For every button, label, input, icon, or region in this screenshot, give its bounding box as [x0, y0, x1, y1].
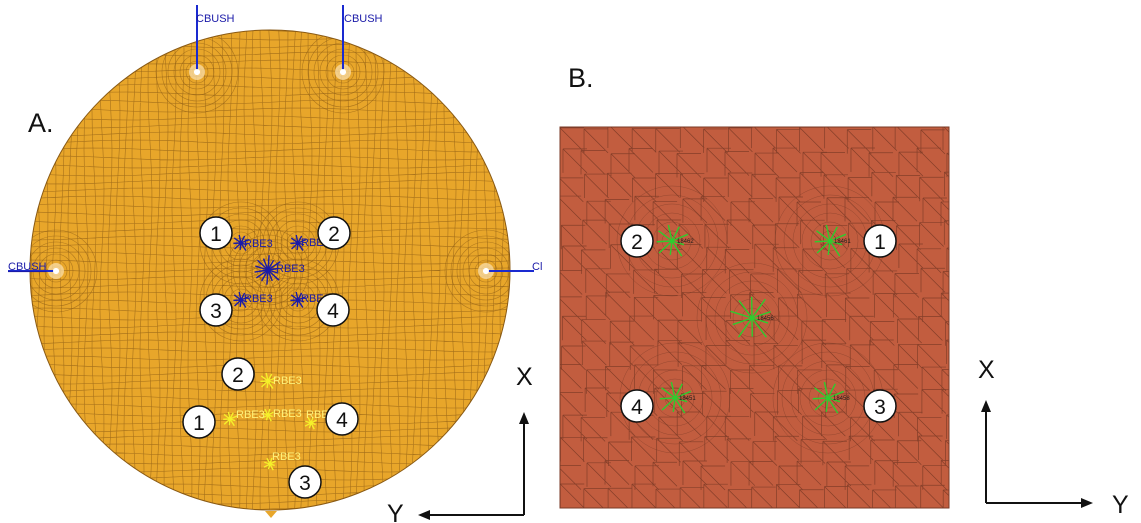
- marker-a-yellow-4: 4: [325, 402, 359, 436]
- rbe-green-spider-4: [659, 381, 692, 414]
- marker-a-blue-2: 2: [317, 216, 351, 250]
- node-label-2: 18462: [677, 239, 694, 245]
- svg-text:3: 3: [299, 472, 311, 495]
- marker-a-yellow-1: 1: [182, 405, 216, 439]
- svg-text:2: 2: [631, 231, 643, 254]
- marker-a-blue-1: 1: [199, 216, 233, 250]
- cbush-right: Cl: [483, 261, 542, 274]
- marker-b-2: 2: [620, 224, 654, 258]
- node-label-4: 18451: [679, 396, 696, 402]
- rbe3-blue-spider-1: [233, 234, 250, 251]
- rbe3-yellow-spider-4: [304, 416, 317, 430]
- rbe-green-spider-2: [656, 224, 689, 257]
- rbe3-blue-label-1: RBE3: [244, 238, 273, 250]
- cbush-top-left: CBUSH: [194, 5, 235, 75]
- cbush-left-label: CBUSH: [8, 261, 47, 273]
- cbush-left: CBUSH: [8, 261, 59, 274]
- svg-text:1: 1: [193, 412, 205, 435]
- rbe3-yellow-label-3: RBE3: [272, 451, 301, 463]
- marker-a-yellow-2: 2: [221, 357, 255, 391]
- axis-a-x-label: X: [516, 363, 533, 391]
- node-label-3: 18458: [833, 396, 850, 402]
- axes-a: X Y: [387, 363, 533, 523]
- rbe3-blue-spider-4: [290, 291, 307, 308]
- rbe3-yellow-spider-1: [223, 411, 238, 427]
- svg-text:3: 3: [874, 396, 886, 419]
- marker-b-4: 4: [620, 389, 654, 423]
- axes-b: X Y: [978, 356, 1129, 519]
- disk-bottom-tip: [265, 511, 277, 518]
- svg-text:1: 1: [874, 231, 886, 254]
- panel-b: B. 18462 18461 18456 18451 18458 2 1 4: [559, 63, 1129, 519]
- cbush-top-left-label: CBUSH: [196, 13, 235, 25]
- svg-text:4: 4: [336, 409, 348, 432]
- svg-text:2: 2: [232, 364, 244, 387]
- marker-a-blue-3: 3: [199, 293, 233, 327]
- svg-text:4: 4: [631, 396, 643, 419]
- marker-b-3: 3: [863, 389, 897, 423]
- rbe3-yellow-spider-2: [260, 372, 277, 389]
- marker-b-1: 1: [863, 224, 897, 258]
- svg-text:2: 2: [328, 223, 340, 246]
- node-label-1: 18461: [834, 239, 851, 245]
- rbe3-yellow-spider-center: [261, 408, 274, 422]
- cbush-top-right-label: CBUSH: [344, 13, 383, 25]
- axis-b-x-label: X: [978, 356, 995, 384]
- axis-a-y-label: Y: [387, 500, 404, 523]
- svg-text:4: 4: [327, 300, 339, 323]
- node-label-center: 18456: [757, 316, 774, 322]
- rbe3-yellow-label-center: RBE3: [273, 408, 302, 420]
- rbe3-blue-spider-2: [290, 234, 307, 251]
- rbe-green-spider-3: [812, 381, 845, 414]
- panel-a-label: A.: [28, 108, 54, 138]
- svg-text:3: 3: [210, 300, 222, 323]
- marker-a-yellow-3: 3: [288, 465, 322, 499]
- svg-text:1: 1: [210, 223, 222, 246]
- axis-b-y-label: Y: [1112, 491, 1129, 519]
- rbe3-blue-spider-center: [254, 255, 281, 285]
- rbe3-blue-label-center: RBE3: [276, 263, 305, 275]
- rbe3-blue-spider-3: [233, 291, 250, 308]
- rbe-green-spider-1: [814, 224, 847, 257]
- panel-b-label: B.: [568, 63, 594, 93]
- rbe3-blue-group: RBE3 RBE3 RBE3 RBE3 RBE3: [233, 234, 330, 308]
- rbe3-yellow-spider-3: [263, 457, 276, 471]
- rbe-green-spider-center: [730, 296, 771, 338]
- plate-mesh-lines: [560, 127, 949, 508]
- rbe-green-group: 18462 18461 18456 18451 18458: [656, 224, 851, 414]
- rbe3-blue-label-3: RBE3: [244, 293, 273, 305]
- marker-a-blue-4: 4: [316, 293, 350, 327]
- cbush-top-right: CBUSH: [340, 5, 383, 75]
- panel-a: CBUSH CBUSH CBUSH Cl RBE3 RBE3 RBE3: [8, 5, 542, 523]
- cbush-right-label: Cl: [532, 261, 542, 273]
- rbe3-yellow-label-2: RBE3: [273, 375, 302, 387]
- rbe3-yellow-label-1: RBE3: [236, 409, 265, 421]
